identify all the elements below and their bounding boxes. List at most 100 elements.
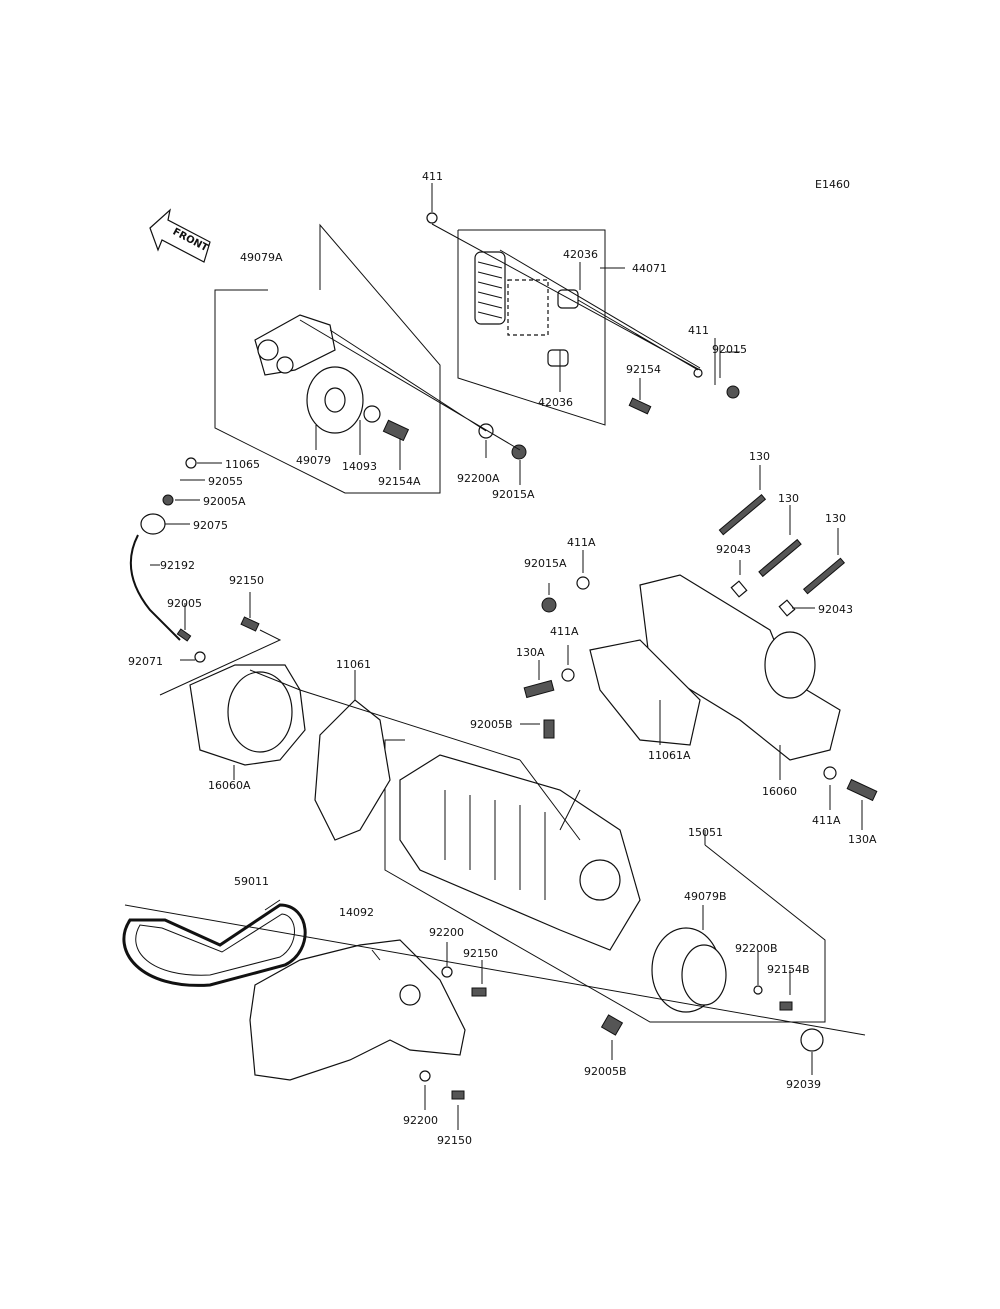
- label-92075: 92075: [193, 519, 228, 532]
- cap-11065: [185, 457, 197, 469]
- label-130-a: 130: [749, 450, 770, 463]
- label-92005B-a: 92005B: [470, 718, 513, 731]
- label-92015A-a: 92015A: [492, 488, 535, 501]
- gear-cover-16060A: [189, 664, 306, 766]
- washer-411-top: [426, 212, 438, 224]
- label-411-b: 411: [688, 324, 709, 337]
- label-92005: 92005: [167, 597, 202, 610]
- label-14093: 14093: [342, 460, 377, 473]
- label-14092: 14092: [339, 906, 374, 919]
- cap-92039: [800, 1028, 824, 1052]
- bolt-130-b: [758, 538, 802, 578]
- intake-housing-16060: [639, 574, 841, 761]
- label-11065: 11065: [225, 458, 260, 471]
- washer-411A-a: [576, 576, 590, 590]
- dowel-92043-a: [730, 580, 748, 598]
- label-11061: 11061: [336, 658, 371, 671]
- bolt-130-a: [718, 493, 767, 536]
- fitting-92005B-a: [543, 719, 555, 739]
- label-92043-a: 92043: [716, 543, 751, 556]
- fitting-92005B-b: [600, 1014, 624, 1036]
- label-49079: 49079: [296, 454, 331, 467]
- bolt-130A-b: [846, 778, 878, 802]
- bracket-44071: [457, 229, 606, 426]
- bolt-130-c: [802, 557, 846, 595]
- washer-14093: [363, 405, 381, 423]
- label-92015: 92015: [712, 343, 747, 356]
- label-130-b: 130: [778, 492, 799, 505]
- label-411A-c: 411A: [812, 814, 841, 827]
- bracket-49079A: [214, 223, 441, 494]
- label-15051: 15051: [688, 826, 723, 839]
- label-92200-a: 92200: [429, 926, 464, 939]
- label-16060: 16060: [762, 785, 797, 798]
- label-92154A: 92154A: [378, 475, 421, 488]
- label-44071: 44071: [632, 262, 667, 275]
- tensioner-spring: [474, 251, 549, 336]
- label-59011: 59011: [234, 875, 269, 888]
- bushing-42036-lower: [547, 349, 569, 367]
- label-411-top: 411: [422, 170, 443, 183]
- label-92150-c: 92150: [437, 1134, 472, 1147]
- washer-411A-c: [823, 766, 837, 780]
- idler-pulley: [306, 366, 364, 434]
- dowel-92043-b: [778, 599, 796, 617]
- fitting-92075: [140, 513, 166, 535]
- supercharger-body: [399, 754, 641, 951]
- bolt-92150-a: [240, 616, 260, 632]
- label-92043-b: 92043: [818, 603, 853, 616]
- washer-411-b: [693, 368, 703, 378]
- label-130A-b: 130A: [848, 833, 877, 846]
- label-92071: 92071: [128, 655, 163, 668]
- washer-411A-b: [561, 668, 575, 682]
- bolt-130A-a: [523, 679, 555, 699]
- label-92150-a: 92150: [229, 574, 264, 587]
- nut-92015A-b: [541, 597, 557, 613]
- label-92154B: 92154B: [767, 963, 810, 976]
- hose-92192: [129, 534, 181, 641]
- bolt-92150-c: [451, 1090, 465, 1100]
- washer-92200-a: [441, 966, 453, 978]
- label-42036-b: 42036: [538, 396, 573, 409]
- label-130-c: 130: [825, 512, 846, 525]
- label-92150-b: 92150: [463, 947, 498, 960]
- bolt-92154B: [779, 1001, 793, 1011]
- nut-92015A-a: [511, 444, 527, 460]
- gasket-11061: [314, 699, 391, 841]
- belt-cover-14092: [249, 939, 466, 1081]
- idler-arm: [254, 314, 336, 376]
- drive-belt-59011: [122, 903, 307, 987]
- label-92192: 92192: [160, 559, 195, 572]
- label-92200B: 92200B: [735, 942, 778, 955]
- label-411A-b: 411A: [550, 625, 579, 638]
- label-16060A: 16060A: [208, 779, 251, 792]
- drive-pulley-49079B: [651, 927, 727, 1013]
- gasket-11061A: [589, 639, 701, 746]
- oring-92071: [194, 651, 206, 663]
- bracket-15051: [384, 739, 826, 1023]
- label-11061A: 11061A: [648, 749, 691, 762]
- nut-92015: [726, 385, 740, 399]
- fitting-92005A: [162, 494, 174, 506]
- label-92005B-b: 92005B: [584, 1065, 627, 1078]
- bolt-92154: [628, 397, 652, 415]
- label-42036-a: 42036: [563, 248, 598, 261]
- label-130A-a: 130A: [516, 646, 545, 659]
- bolt-92150-b: [471, 987, 487, 997]
- front-arrow-icon: FRONT: [149, 208, 211, 263]
- label-92200A: 92200A: [457, 472, 500, 485]
- label-92055: 92055: [208, 475, 243, 488]
- washer-92200-b: [419, 1070, 431, 1082]
- bolt-92154A: [382, 419, 410, 442]
- label-92015A-b: 92015A: [524, 557, 567, 570]
- label-92005A: 92005A: [203, 495, 246, 508]
- label-92200-b: 92200: [403, 1114, 438, 1127]
- label-411A-a: 411A: [567, 536, 596, 549]
- washer-92200B: [753, 985, 763, 995]
- label-92154: 92154: [626, 363, 661, 376]
- fitting-92005: [176, 628, 192, 642]
- bushing-42036-upper: [557, 289, 579, 309]
- label-49079B: 49079B: [684, 890, 727, 903]
- label-49079A: 49079A: [240, 251, 283, 264]
